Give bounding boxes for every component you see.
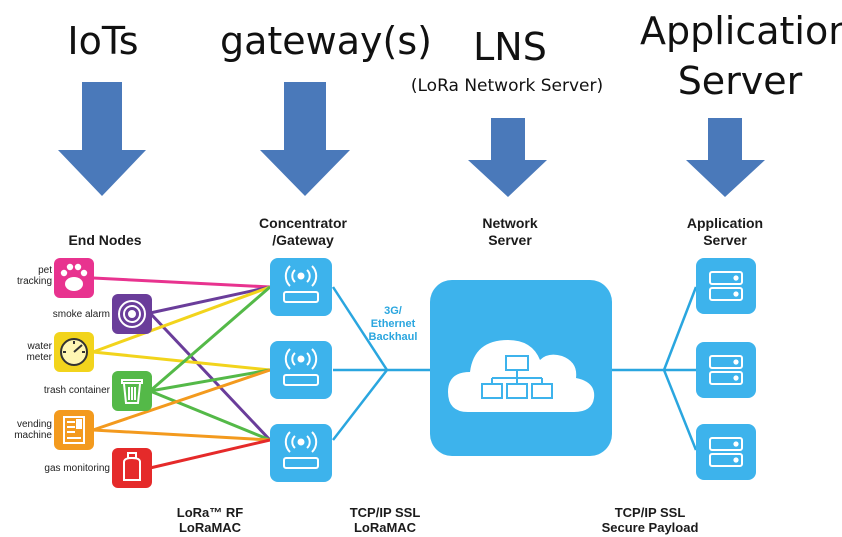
heading-application-line1: Application bbox=[640, 9, 842, 53]
wireless-gateway-icon bbox=[283, 265, 319, 303]
application-server-2 bbox=[696, 342, 756, 398]
end-node-label-smoke: smoke alarm bbox=[52, 309, 110, 320]
wireless-gateway-icon bbox=[283, 431, 319, 469]
end-node-gas-monitoring bbox=[112, 448, 152, 488]
arrow-down-icon-lns bbox=[468, 118, 547, 197]
end-node-label-line1: vending bbox=[16, 419, 52, 430]
application-server-3 bbox=[696, 424, 756, 480]
vending-machine-icon bbox=[63, 416, 85, 444]
heading-lns: LNS bbox=[473, 25, 547, 69]
gas-tank-icon bbox=[123, 452, 141, 481]
column-gateway-line1: Concentrator bbox=[259, 215, 347, 231]
column-application-line1: Application bbox=[686, 215, 764, 231]
end-node-trash-container bbox=[112, 371, 152, 411]
smoke-detector-icon bbox=[118, 300, 146, 328]
end-node-label-trash: trash container bbox=[43, 385, 110, 396]
column-application-line2: Server bbox=[703, 232, 747, 248]
protocol-tcp-line2: LoRaMAC bbox=[353, 520, 417, 535]
end-node-smoke-alarm bbox=[112, 294, 152, 334]
protocol-tcp-line1: TCP/IP SSL bbox=[349, 505, 421, 520]
protocol-secure-line2: Secure Payload bbox=[601, 520, 699, 535]
server-links bbox=[612, 286, 698, 451]
backhaul-label-line1: 3G/ bbox=[384, 305, 402, 317]
end-node-water-meter bbox=[54, 332, 94, 372]
backhaul-label-line3: Backhaul bbox=[368, 331, 418, 343]
end-node-label-water: water meter bbox=[0, 341, 52, 363]
backhaul-label-line2: Ethernet bbox=[370, 318, 416, 330]
protocol-rf-line2: LoRaMAC bbox=[178, 520, 242, 535]
end-node-label-line1: pet bbox=[38, 265, 52, 276]
server-rack-icon bbox=[709, 437, 743, 467]
wireless-gateway-icon bbox=[283, 348, 319, 386]
rf-links bbox=[92, 276, 272, 470]
gateway-1 bbox=[270, 258, 332, 316]
heading-gateways: gateway(s) bbox=[220, 19, 432, 63]
protocol-secure: TCP/IP SSL Secure Payload bbox=[580, 505, 720, 535]
gateway-2 bbox=[270, 341, 332, 399]
arrow-down-icon-iots bbox=[58, 82, 146, 196]
protocol-secure-line1: TCP/IP SSL bbox=[614, 505, 686, 520]
arrow-down-icon-application bbox=[686, 118, 765, 197]
end-node-label-line2: machine bbox=[14, 430, 52, 441]
end-node-label-vending: vending machine bbox=[0, 419, 52, 441]
cloud-network-icon bbox=[448, 340, 595, 412]
column-gateway-line2: /Gateway bbox=[272, 232, 334, 248]
end-node-label-line2: meter bbox=[26, 352, 52, 363]
server-rack-icon bbox=[709, 271, 743, 301]
backhaul-label: 3G/ Ethernet Backhaul bbox=[358, 305, 428, 344]
protocol-rf: LoRa™ RF LoRaMAC bbox=[160, 505, 260, 535]
column-network-line1: Network bbox=[482, 215, 538, 231]
column-network-line2: Server bbox=[488, 232, 532, 248]
end-node-label-line2: tracking bbox=[16, 276, 52, 287]
end-node-vending-machine bbox=[54, 410, 94, 450]
application-server-1 bbox=[696, 258, 756, 314]
server-rack-icon bbox=[709, 355, 743, 385]
end-node-pet-tracking bbox=[54, 258, 94, 298]
heading-application-line2: Server bbox=[677, 59, 803, 103]
arrow-down-icon-gateways bbox=[260, 82, 350, 196]
end-node-label-pet: pet tracking bbox=[0, 265, 52, 287]
protocol-rf-line1: LoRa™ RF bbox=[176, 505, 244, 520]
heading-iots: IoTs bbox=[67, 19, 139, 63]
trash-bin-icon bbox=[121, 379, 143, 404]
end-node-label-line1: water bbox=[27, 341, 52, 352]
backhaul-links bbox=[331, 286, 430, 441]
network-server bbox=[430, 280, 612, 456]
column-end-nodes: End Nodes bbox=[68, 232, 142, 248]
protocol-tcp: TCP/IP SSL LoRaMAC bbox=[330, 505, 440, 535]
gateway-3 bbox=[270, 424, 332, 482]
meter-gauge-icon bbox=[60, 338, 88, 366]
end-node-label-gas: gas monitoring bbox=[44, 463, 110, 474]
heading-lns-subtitle: (LoRa Network Server) bbox=[410, 76, 604, 96]
paw-icon bbox=[60, 263, 88, 291]
